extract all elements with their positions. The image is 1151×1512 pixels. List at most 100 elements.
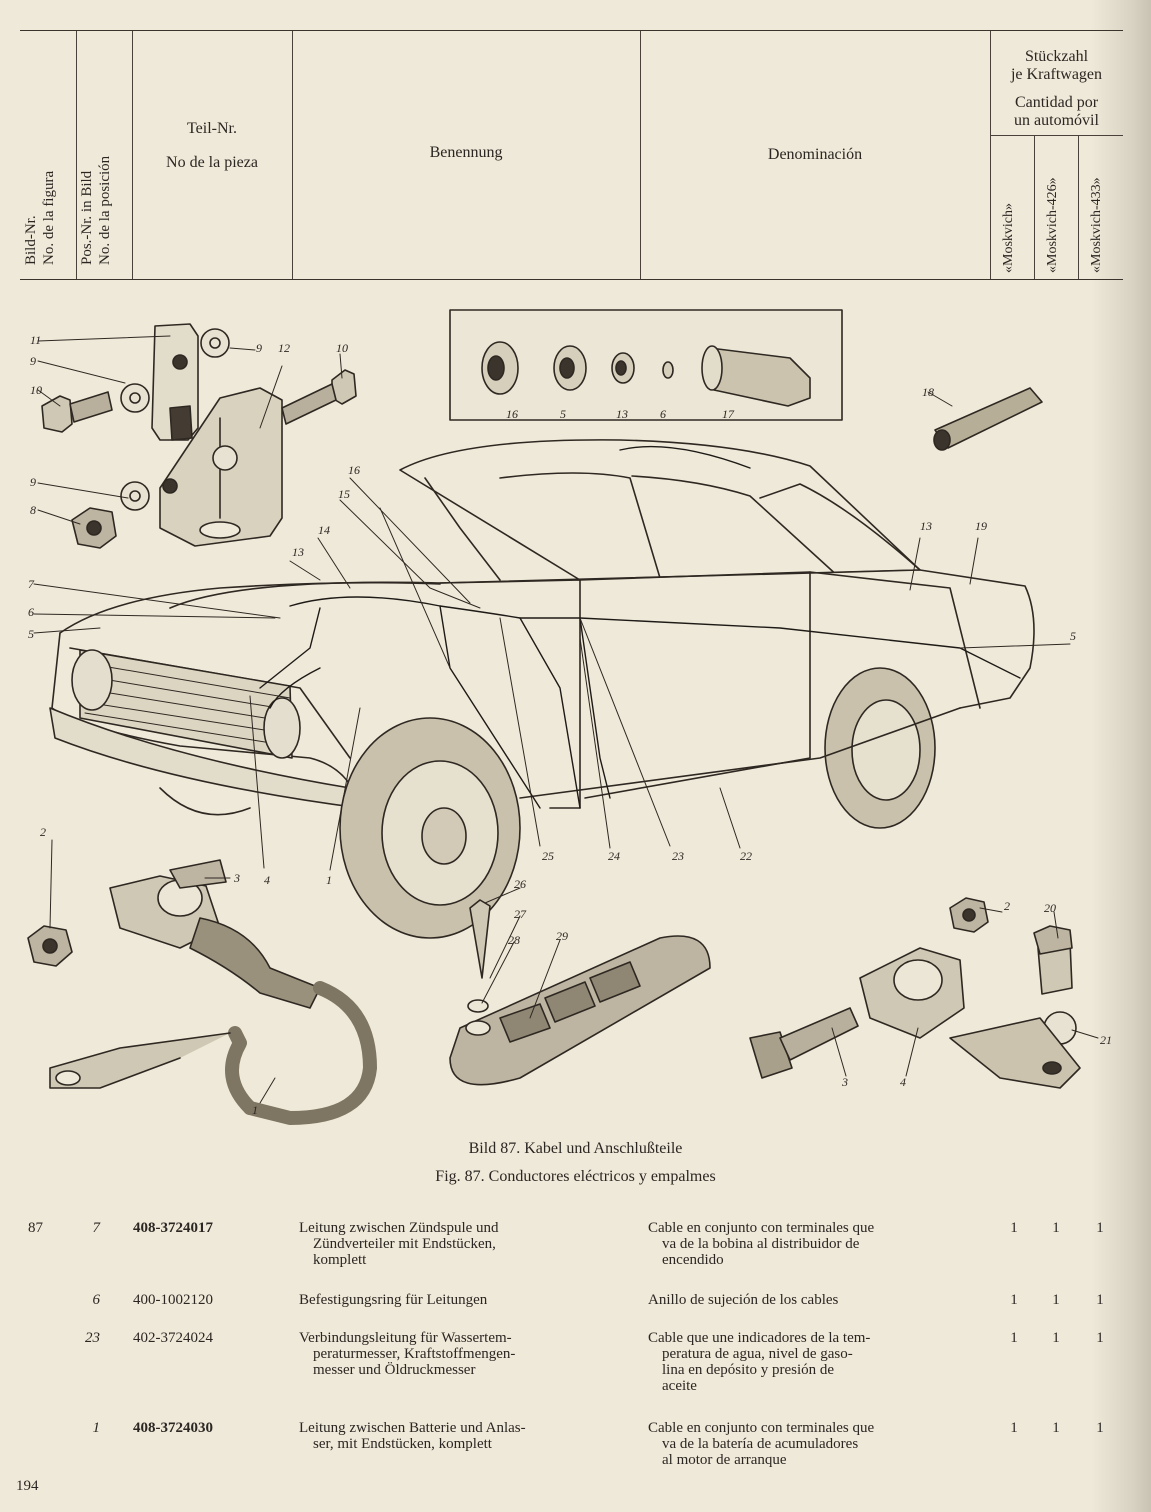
callout: 21 [1100,1033,1112,1047]
description-line: ser, mit Endstücken, komplett [313,1436,492,1452]
description-de: Verbindungsleitung für Wassertem- peratu… [299,1330,612,1378]
callout: 10 [30,383,42,397]
callout: 27 [514,907,527,921]
description-es: Cable en conjunto con terminales que va … [648,1420,960,1468]
wiring-harness [259,445,1021,809]
header-col-teil: Teil-Nr. No de la pieza [132,31,293,279]
header-col-benennung: Benennung [292,31,641,279]
header-cantidad-2: un automóvil [1014,112,1099,129]
callout: 24 [608,849,620,863]
callout: 1 [326,873,332,887]
callout: 9 [256,341,262,355]
quantity-moskvich: 1 [1010,1330,1018,1346]
callout: 20 [1044,901,1056,915]
quantity-moskvich-433: 1 [1096,1292,1104,1308]
position-number: 6 [92,1292,101,1308]
callout: 8 [30,503,36,517]
callout: 5 [560,407,566,421]
callout: 26 [514,877,526,891]
callout: 16 [506,407,518,421]
callout: 7 [28,577,35,591]
quantity-moskvich: 1 [1010,1420,1018,1436]
header-stueckzahl-1: Stückzahl [1024,48,1089,65]
part-number: 408-3724017 [133,1220,213,1236]
battery-cable-drawing [27,859,377,1125]
header-stueckzahl-2: je Kraftwagen [1010,66,1103,83]
header-col-bild: Bild-Nr. No. de la figura [20,31,77,279]
description-line: peratura de agua, nivel de gaso- [662,1346,853,1362]
callout: 19 [975,519,987,533]
callout: 10 [336,341,348,355]
grommets-drawing [481,341,811,407]
junction-block-drawing [449,899,711,1086]
header-col-denominacion: Denominación [640,31,991,279]
header-bild-nr: Bild-Nr. [23,215,39,265]
callout: 11 [30,333,41,347]
header-model-cell: «Moskvich» [990,136,1035,279]
quantity-moskvich-426: 1 [1052,1330,1060,1346]
header-benennung: Benennung [429,144,503,161]
callout: 29 [556,929,568,943]
description-line: va de la batería de acumuladores [662,1436,859,1452]
description-line: al motor de arranque [662,1452,787,1468]
quantity-moskvich-426: 1 [1052,1220,1060,1236]
callout: 9 [30,475,36,489]
callout: 1 [252,1103,258,1117]
callout: 2 [1004,899,1010,913]
header-model-moskvich-426: «Moskvich-426» [1045,177,1060,273]
description-line: Zündverteiler mit Endstücken, [313,1236,496,1252]
bild-number: 87 [28,1220,43,1236]
position-number: 1 [92,1420,101,1436]
description-line: Cable que une indicadores de la tem- [648,1330,871,1346]
header-model-moskvich-433: «Moskvich-433» [1089,177,1104,273]
battery-terminal-drawing [749,897,1081,1089]
header-model-cell: «Moskvich-426» [1034,136,1079,279]
callout: 23 [672,849,684,863]
description-line: encendido [662,1252,724,1268]
callout: 5 [1070,629,1076,643]
header-pos-nr: Pos.-Nr. in Bild [79,170,95,265]
callout: 2 [40,825,46,839]
description-line: aceite [662,1378,697,1394]
description-line: peraturmesser, Kraftstoffmengen- [313,1346,516,1362]
description-line: messer und Öldruckmesser [313,1362,476,1378]
callout: 6 [660,407,666,421]
page-edge-shadow [1091,0,1151,1512]
quantity-moskvich-433: 1 [1096,1420,1104,1436]
description-line: Cable en conjunto con terminales que [648,1220,875,1236]
callout: 13 [616,407,628,421]
sleeve-drawing [934,387,1043,449]
callout: 18 [922,385,934,399]
parts-table-header: Bild-Nr. No. de la figura Pos.-Nr. in Bi… [20,30,1123,280]
part-number: 400-1002120 [133,1292,213,1308]
position-number: 7 [92,1220,101,1236]
header-model-columns: «Moskvich» «Moskvich-426» «Moskvich-433» [990,135,1123,279]
callout: 3 [233,871,240,885]
header-teil-nr-es: No de la pieza [166,154,258,171]
leader-lines [33,335,1099,1104]
callout: 5 [28,627,34,641]
figure-caption-de: Bild 87. Kabel und Anschlußteile [468,1140,683,1157]
quantity-moskvich-426: 1 [1052,1292,1060,1308]
callout: 12 [278,341,290,355]
description-de: Leitung zwischen Zündspule und Zündverte… [299,1220,612,1268]
terminal-bracket-drawing [41,323,357,549]
description-line: Anillo de sujeción de los cables [648,1292,839,1308]
position-number: 23 [85,1330,100,1346]
description-de: Befestigungsring für Leitungen [299,1292,612,1308]
callout: 3 [841,1075,848,1089]
callout: 14 [318,523,330,537]
description-line: va de la bobina al distribuidor de [662,1236,860,1252]
quantity-moskvich: 1 [1010,1292,1018,1308]
part-number: 408-3724030 [133,1420,213,1436]
callout: 28 [508,933,520,947]
car-drawing [49,439,1035,939]
description-line: lina en depósito y presión de [662,1362,835,1378]
callout-labels: 11 9 9 10 12 10 9 8 16 5 13 6 17 18 7 6 … [28,333,1112,1117]
description-line: komplett [313,1252,367,1268]
wiring-illustration: 11 9 9 10 12 10 9 8 16 5 13 6 17 18 7 6 … [27,309,1112,1125]
header-col-quantity: Stückzahl je Kraftwagen Cantidad por un … [990,31,1123,279]
description-de: Leitung zwischen Batterie und Anlas- ser… [299,1420,612,1452]
exploded-diagram: 11 9 9 10 12 10 9 8 16 5 13 6 17 18 7 6 … [20,288,1120,1136]
header-bild-nr-es: No. de la figura [41,170,57,265]
